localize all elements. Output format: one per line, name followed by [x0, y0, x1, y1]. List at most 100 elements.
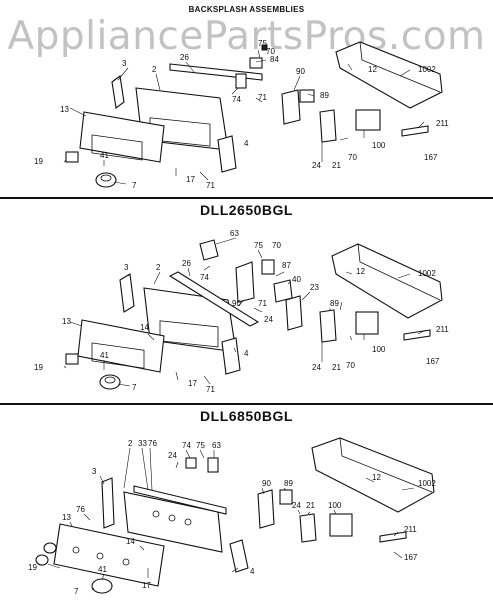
- end-cap-right[interactable]: [221, 337, 241, 375]
- watermark: AppliancePartsPros.com: [7, 14, 486, 59]
- label-part-74: 74: [232, 95, 241, 104]
- label-part-41: 41: [98, 565, 107, 574]
- label-part-100: 100: [372, 141, 386, 150]
- label-part-24: 24: [168, 451, 177, 460]
- switch-74[interactable]: [185, 457, 197, 469]
- top-trim-strip[interactable]: [168, 271, 260, 327]
- button-19[interactable]: [43, 542, 57, 554]
- label-part-167: 167: [424, 153, 438, 162]
- button-19[interactable]: [65, 151, 79, 163]
- label-part-167: 167: [426, 357, 440, 366]
- timer-board-90[interactable]: [281, 89, 301, 125]
- label-part-33: 33: [138, 439, 147, 448]
- button-19[interactable]: [65, 353, 79, 365]
- label-part-17: 17: [142, 581, 151, 590]
- control-panel-face[interactable]: [53, 523, 165, 587]
- label-part-211: 211: [404, 525, 417, 534]
- label-part-12: 12: [368, 65, 377, 74]
- terminal-board-23[interactable]: [285, 295, 303, 331]
- switch-63[interactable]: [199, 239, 219, 261]
- label-part-12: 12: [372, 473, 381, 482]
- timer-motor-100[interactable]: [329, 513, 353, 537]
- section-2-diagram: 63 75 70 3 2 26 74 87 1002 40 12 23 89 1…: [34, 229, 449, 394]
- end-cap-left[interactable]: [111, 75, 125, 109]
- label-part-71: 71: [258, 299, 267, 308]
- section-divider-1: [0, 197, 493, 199]
- label-part-1002: 1002: [418, 479, 436, 488]
- switch-89[interactable]: [299, 89, 315, 103]
- switch-74[interactable]: [235, 73, 247, 89]
- timer-motor-100[interactable]: [355, 311, 379, 335]
- label-part-76b: 76: [76, 505, 85, 514]
- model-label-2: DLL6850BGL: [200, 408, 293, 424]
- diagram-header-title: BACKSPLASH ASSEMBLIES: [188, 5, 305, 14]
- terminal-block-21[interactable]: [319, 109, 337, 143]
- end-cap-left[interactable]: [119, 273, 135, 313]
- backguard-12[interactable]: [335, 41, 443, 109]
- label-part-13: 13: [60, 105, 69, 114]
- bracket-211[interactable]: [379, 531, 407, 543]
- label-part-90: 90: [232, 299, 241, 308]
- timer-board-90[interactable]: [235, 261, 255, 303]
- label-part-75: 75: [254, 241, 263, 250]
- switch-75[interactable]: [261, 44, 268, 51]
- label-part-87: 87: [282, 261, 291, 270]
- label-part-4: 4: [250, 567, 255, 576]
- button-19b[interactable]: [35, 554, 49, 566]
- label-part-24b: 24: [292, 501, 301, 510]
- label-part-19: 19: [34, 363, 43, 372]
- label-part-75: 75: [258, 40, 267, 48]
- label-part-41: 41: [100, 351, 109, 360]
- label-part-1002: 1002: [418, 269, 436, 278]
- backsplash-panel[interactable]: [123, 491, 223, 553]
- label-part-89: 89: [320, 91, 329, 100]
- label-part-24: 24: [264, 315, 273, 324]
- label-part-21: 21: [332, 363, 341, 372]
- label-part-76: 76: [148, 439, 157, 448]
- label-part-2: 2: [152, 65, 157, 74]
- end-cap-right[interactable]: [217, 135, 237, 173]
- end-cap-right[interactable]: [229, 539, 249, 573]
- model-label-1: DLL2650BGL: [200, 202, 293, 218]
- label-part-89: 89: [330, 299, 339, 308]
- switch-87[interactable]: [261, 259, 275, 275]
- control-panel-face[interactable]: [77, 319, 165, 373]
- end-cap-left[interactable]: [101, 477, 115, 529]
- top-trim-strip[interactable]: [169, 63, 263, 81]
- label-part-71b: 71: [206, 181, 215, 190]
- timer-motor-100[interactable]: [355, 109, 381, 131]
- switch-89[interactable]: [279, 489, 293, 505]
- label-part-71b: 71: [206, 385, 215, 394]
- label-part-7: 7: [132, 383, 137, 392]
- label-part-19: 19: [34, 157, 43, 166]
- label-part-89: 89: [284, 479, 293, 488]
- bracket-211[interactable]: [403, 329, 431, 341]
- label-part-7: 7: [132, 181, 137, 190]
- label-part-12: 12: [356, 267, 365, 276]
- terminal-block-21[interactable]: [319, 309, 337, 343]
- label-part-41: 41: [100, 151, 109, 160]
- timer-board-90[interactable]: [257, 489, 275, 529]
- label-part-26: 26: [180, 53, 189, 62]
- switch-84[interactable]: [249, 57, 263, 69]
- control-panel-face[interactable]: [79, 111, 165, 163]
- switch-63[interactable]: [207, 457, 219, 473]
- top-trim-strip[interactable]: [133, 485, 227, 515]
- label-part-211: 211: [436, 325, 449, 334]
- label-part-40: 40: [292, 275, 301, 284]
- knob-7[interactable]: [91, 578, 113, 594]
- label-part-70b: 70: [346, 361, 355, 370]
- label-part-100: 100: [328, 501, 342, 510]
- terminal-block-21[interactable]: [299, 513, 317, 543]
- label-part-1002: 1002: [418, 65, 436, 74]
- label-part-74: 74: [200, 273, 209, 282]
- label-part-90: 90: [296, 67, 305, 76]
- label-part-167: 167: [404, 553, 418, 562]
- label-part-2: 2: [156, 263, 161, 272]
- backguard-12[interactable]: [331, 243, 443, 319]
- label-part-4: 4: [244, 139, 249, 148]
- label-part-17: 17: [188, 379, 197, 388]
- bracket-211[interactable]: [401, 125, 429, 137]
- label-part-70: 70: [266, 47, 275, 56]
